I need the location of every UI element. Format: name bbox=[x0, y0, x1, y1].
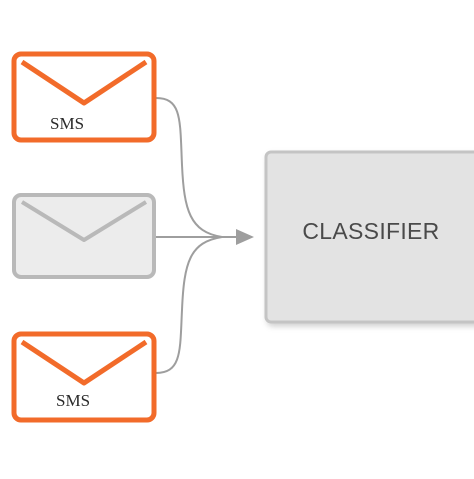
envelope-icon-bottom bbox=[11, 331, 157, 423]
arrow-head-icon bbox=[236, 229, 254, 245]
sms-label-top: SMS bbox=[50, 114, 85, 133]
connector-top bbox=[155, 97, 223, 238]
sms-label-bottom: SMS bbox=[56, 391, 91, 410]
connector-bottom bbox=[155, 236, 223, 374]
connectors bbox=[155, 97, 240, 374]
envelope-icon-middle bbox=[12, 193, 156, 279]
classifier-label: CLASSIFIER bbox=[302, 218, 440, 244]
envelope-icon-top bbox=[11, 51, 157, 143]
classifier-box bbox=[264, 150, 474, 324]
